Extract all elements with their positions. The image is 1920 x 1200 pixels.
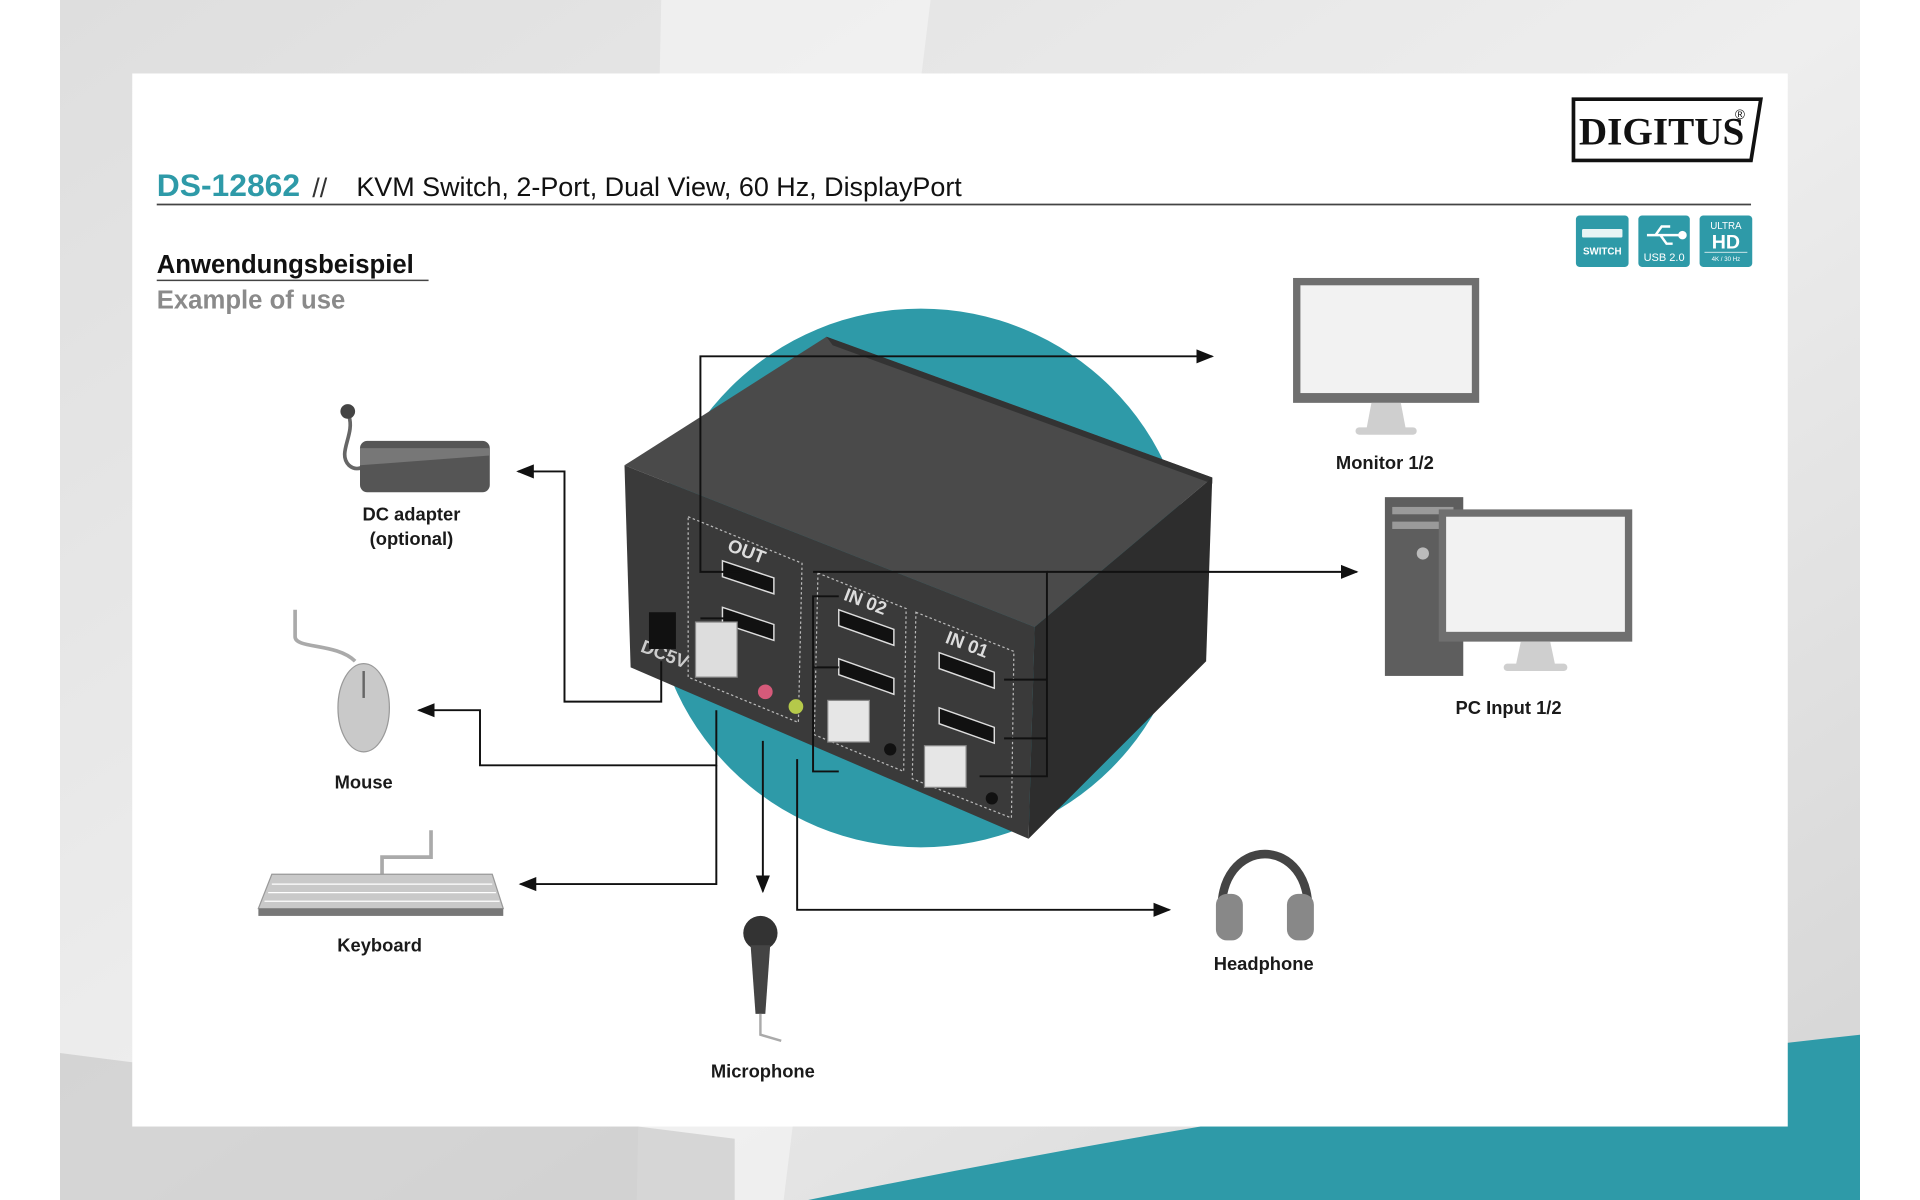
microphone-icon: [743, 915, 782, 1042]
pc-label: PC Input 1/2: [1456, 697, 1562, 718]
title-separator: //: [312, 173, 327, 203]
badge-usb: USB 2.0: [1638, 215, 1690, 267]
svg-text:ULTRA: ULTRA: [1710, 221, 1742, 232]
mic-jack: [757, 684, 773, 700]
usb-a-ports: [694, 621, 738, 678]
monitor-connection: [699, 349, 1215, 573]
keyboard-icon: [257, 830, 505, 916]
usb-icon: [1646, 225, 1687, 245]
section-heading-en: Example of use: [157, 287, 346, 315]
section-heading-de: Anwendungsbeispiel: [157, 251, 414, 279]
keyboard-connection: [518, 765, 718, 892]
pc-icon: [1384, 497, 1633, 676]
audio-jack: [884, 743, 897, 756]
badge-ultra-hd: ULTRA HD 4K / 30 Hz: [1699, 215, 1753, 267]
monitor-label: Monitor 1/2: [1336, 452, 1434, 473]
product-title: KVM Switch, 2-Port, Dual View, 60 Hz, Di…: [356, 172, 962, 202]
power-jack: [648, 612, 676, 649]
audio-jack: [985, 792, 998, 805]
keyboard-label: Keyboard: [337, 934, 422, 955]
svg-text:USB 2.0: USB 2.0: [1644, 252, 1685, 264]
kvm-switch-device: OUT IN 02 IN 01 DC5V: [624, 336, 1213, 839]
mouse-label: Mouse: [335, 772, 393, 793]
mouse-icon: [293, 609, 390, 753]
dc-adapter-optional-label: (optional): [370, 528, 454, 549]
dc-adapter-connection: [516, 464, 663, 703]
svg-text:®: ®: [1735, 107, 1745, 122]
dc-adapter-label: DC adapter: [362, 503, 460, 524]
switch-icon: [1582, 228, 1623, 238]
displayport-ports: [721, 559, 996, 745]
audio-jack: [788, 699, 804, 714]
mouse-connection: [417, 703, 718, 767]
monitor-icon: [1293, 277, 1480, 435]
dc-adapter-icon: [340, 404, 490, 493]
headphone-icon: [1215, 850, 1314, 941]
digitus-logo: DIGITUS ®: [1571, 97, 1763, 163]
usb-b-port: [923, 745, 967, 788]
svg-text:SWITCH: SWITCH: [1583, 247, 1622, 258]
microphone-label: Microphone: [711, 1061, 815, 1082]
connection-lines: [417, 349, 1359, 917]
headphone-connection: [796, 759, 1172, 917]
ultra-hd-icon: HD: [1712, 232, 1740, 254]
model-number: DS-12862: [157, 167, 300, 203]
svg-text:4K / 30 Hz: 4K / 30 Hz: [1712, 256, 1741, 263]
badge-switch: SWITCH: [1575, 215, 1629, 267]
headphone-label: Headphone: [1214, 953, 1314, 974]
svg-text:DIGITUS: DIGITUS: [1579, 110, 1744, 153]
usb-b-port: [827, 699, 870, 743]
